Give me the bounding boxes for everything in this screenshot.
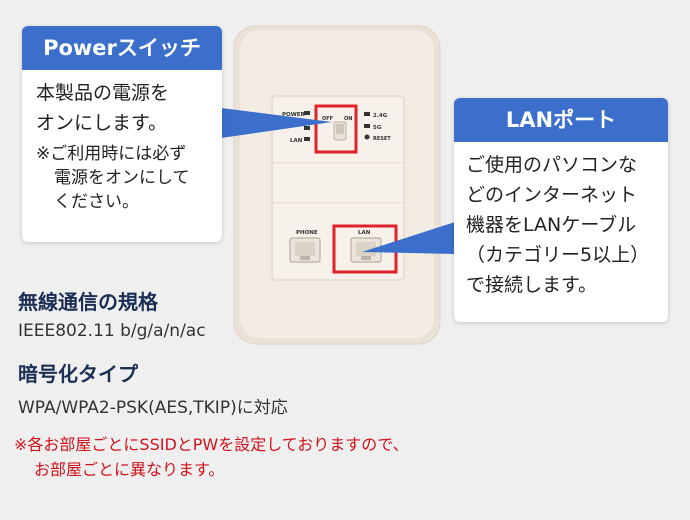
lan-callout-line: どのインターネット bbox=[466, 184, 638, 206]
phone-port-label: PHONE bbox=[296, 230, 318, 236]
unlabeled-led bbox=[304, 126, 310, 130]
ssid-warning-note: ※各お部屋ごとにSSIDとPWを設定しておりますので、 お部屋ごとに異なります。 bbox=[14, 432, 409, 482]
lan-callout-title: LANポート bbox=[454, 98, 668, 142]
lan-callout-line: 機器をLANケーブル bbox=[466, 214, 637, 236]
power-callout-title: Powerスイッチ bbox=[22, 26, 222, 70]
lan-callout-line: で接続します。 bbox=[466, 274, 598, 296]
reset-label: RESET bbox=[373, 136, 391, 142]
power-switch-knob bbox=[336, 124, 344, 134]
warning-line: お部屋ごとに異なります。 bbox=[34, 460, 225, 479]
power-led-label: POWER bbox=[282, 112, 306, 118]
lan-callout-line: ご使用のパソコンな bbox=[466, 154, 638, 176]
wireless-standard-heading: 無線通信の規格 bbox=[18, 290, 158, 314]
power-callout-note: ください。 bbox=[54, 192, 139, 212]
encryption-heading: 暗号化タイプ bbox=[18, 362, 138, 386]
warning-line: ※各お部屋ごとにSSIDとPWを設定しておりますので、 bbox=[14, 435, 409, 454]
switch-on-label: ON bbox=[344, 116, 352, 122]
lan-port-callout: LANポート ご使用のパソコンな どのインターネット 機器をLANケーブル （カ… bbox=[454, 98, 668, 322]
power-switch-callout: Powerスイッチ 本製品の電源を オンにします。 ※ご利用時には必ず 電源をオ… bbox=[22, 26, 222, 242]
power-callout-note: ※ご利用時には必ず bbox=[36, 144, 187, 164]
power-callout-line: オンにします。 bbox=[36, 112, 168, 134]
encryption-value: WPA/WPA2-PSK(AES,TKIP)に対応 bbox=[18, 398, 288, 418]
lan-led bbox=[304, 137, 310, 141]
reset-button[interactable] bbox=[364, 134, 370, 140]
led-5g-label: 5G bbox=[373, 125, 382, 131]
power-callout-pointer bbox=[221, 108, 332, 138]
lan-port-label: LAN bbox=[358, 230, 371, 236]
power-callout-line: 本製品の電源を bbox=[36, 82, 170, 104]
power-switch-highlight bbox=[314, 104, 358, 154]
lan-callout-pointer bbox=[362, 222, 455, 254]
wireless-standard-value: IEEE802.11 b/g/a/n/ac bbox=[18, 321, 206, 341]
power-callout-note: 電源をオンにして bbox=[54, 168, 190, 188]
lan-led-label: LAN bbox=[290, 138, 303, 144]
switch-off-label: OFF bbox=[322, 116, 333, 122]
lan-callout-line: （カテゴリー5以上） bbox=[466, 244, 650, 266]
power-led bbox=[304, 111, 310, 115]
led-5g bbox=[364, 124, 370, 128]
led-24g-label: 2.4G bbox=[373, 113, 388, 119]
led-24g bbox=[364, 112, 370, 116]
